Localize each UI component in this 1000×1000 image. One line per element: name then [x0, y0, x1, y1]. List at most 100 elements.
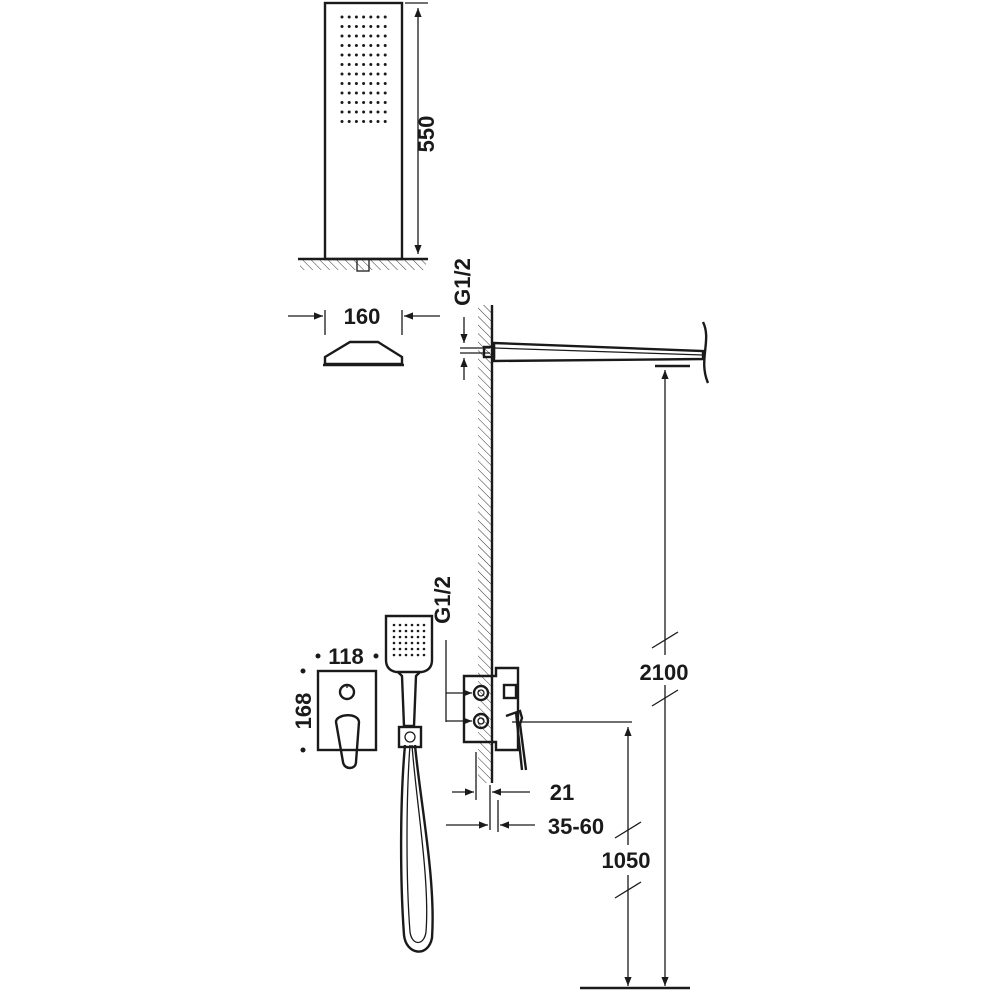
nozzle-dot — [347, 72, 351, 76]
dim-label-g12-mixer: G1/2 — [430, 576, 455, 624]
hand-nozzle-dot — [398, 635, 402, 639]
nozzle-dot — [347, 82, 351, 85]
hand-nozzle-dot — [416, 647, 420, 651]
nozzle-dot — [347, 34, 351, 38]
hand-nozzle-dot — [416, 641, 420, 645]
nozzle-dot — [340, 91, 344, 95]
nozzle-dot — [369, 110, 373, 114]
nozzle-dot — [369, 44, 373, 47]
nozzle-dot — [383, 34, 387, 38]
hand-shower — [384, 614, 434, 749]
hand-nozzle-dot — [392, 629, 396, 633]
nozzle-dot — [340, 72, 344, 76]
nozzle-dot — [362, 53, 366, 57]
dimension-21: 21 — [452, 752, 574, 830]
nozzle-dot — [362, 34, 366, 38]
hand-nozzle-dot — [416, 623, 420, 627]
nozzle-dot — [369, 82, 373, 85]
dimension-2100: 2100 — [628, 370, 698, 986]
dim-label-35-60: 35-60 — [548, 814, 604, 839]
nozzle-grid — [340, 15, 387, 123]
hand-nozzle-dot — [422, 653, 426, 657]
hand-nozzle-dot — [422, 623, 426, 627]
dim-label-550: 550 — [414, 116, 439, 153]
dim-label-118: 118 — [328, 644, 364, 669]
dimension-550: 550 — [405, 2, 439, 254]
mixer-wall-plate-front — [316, 669, 378, 770]
hand-nozzle-dot — [404, 647, 408, 651]
thread-g12-top: G1/2 — [450, 258, 490, 380]
nozzle-dot — [347, 91, 351, 95]
nozzle-dot — [354, 34, 358, 38]
nozzle-dot — [354, 91, 358, 95]
nozzle-dot — [347, 101, 351, 104]
hand-nozzle-dot — [398, 647, 402, 651]
hand-nozzle-dot — [422, 629, 426, 633]
ceiling-hatch-top — [298, 257, 428, 270]
nozzle-dot — [383, 82, 387, 85]
dimension-35-60: 35-60 — [446, 800, 604, 839]
nozzle-dot — [354, 63, 358, 66]
nozzle-dot — [383, 101, 387, 104]
hand-nozzle-dot — [392, 653, 396, 657]
hand-nozzle-dot — [410, 653, 414, 657]
hand-nozzle-dot — [392, 647, 396, 651]
nozzle-dot — [376, 25, 380, 28]
nozzle-dot — [369, 34, 373, 38]
hand-nozzle-dot — [422, 641, 426, 645]
nozzle-dot — [383, 44, 387, 47]
nozzle-dot — [369, 15, 373, 19]
hand-nozzle-dot — [392, 641, 396, 645]
hand-nozzle-dot — [392, 635, 396, 639]
hand-nozzle-dot — [404, 635, 408, 639]
nozzle-dot — [383, 15, 387, 19]
nozzle-dot — [340, 101, 344, 104]
hand-nozzle-dot — [398, 623, 402, 627]
hand-nozzle-dot — [410, 623, 414, 627]
dim-label-2100: 2100 — [640, 660, 689, 685]
hand-nozzle-dot — [410, 635, 414, 639]
nozzle-dot — [376, 101, 380, 104]
nozzle-dot — [369, 72, 373, 76]
shower-arm — [482, 321, 710, 384]
dim-label-1050: 1050 — [602, 848, 651, 873]
nozzle-dot — [362, 72, 366, 76]
nozzle-dot — [369, 120, 373, 123]
nozzle-dot — [369, 25, 373, 28]
nozzle-dot — [354, 72, 358, 76]
hand-nozzle-dot — [422, 635, 426, 639]
nozzle-dot — [340, 82, 344, 85]
nozzle-dot — [347, 110, 351, 114]
hand-nozzle-dot — [398, 641, 402, 645]
hand-nozzle-dot — [410, 647, 414, 651]
nozzle-dot — [340, 120, 344, 123]
dimension-160: 160 — [288, 304, 440, 335]
nozzle-dot — [376, 53, 380, 57]
nozzle-dot — [376, 34, 380, 38]
nozzle-dot — [362, 15, 366, 19]
hand-nozzle-dot — [410, 641, 414, 645]
nozzle-dot — [340, 34, 344, 38]
nozzle-dot — [376, 44, 380, 47]
hand-nozzle-dot — [404, 641, 408, 645]
nozzle-dot — [362, 120, 366, 123]
nozzle-dot — [354, 101, 358, 104]
thread-g12-mixer: G1/2 — [430, 576, 472, 725]
nozzle-dot — [383, 63, 387, 66]
hand-nozzle-dot — [392, 623, 396, 627]
hand-nozzle-dot — [416, 629, 420, 633]
nozzle-dot — [369, 91, 373, 95]
hand-nozzle-dot — [416, 653, 420, 657]
nozzle-dot — [383, 72, 387, 76]
nozzle-dot — [383, 110, 387, 114]
hand-nozzle-dot — [416, 635, 420, 639]
nozzle-dot — [354, 25, 358, 28]
nozzle-dot — [340, 25, 344, 28]
nozzle-dot — [340, 63, 344, 66]
nozzle-dot — [354, 15, 358, 19]
nozzle-dot — [362, 63, 366, 66]
dim-label-g12-top: G1/2 — [450, 258, 475, 306]
nozzle-dot — [340, 44, 344, 47]
rain-shower-head-front-view — [323, 1, 404, 272]
